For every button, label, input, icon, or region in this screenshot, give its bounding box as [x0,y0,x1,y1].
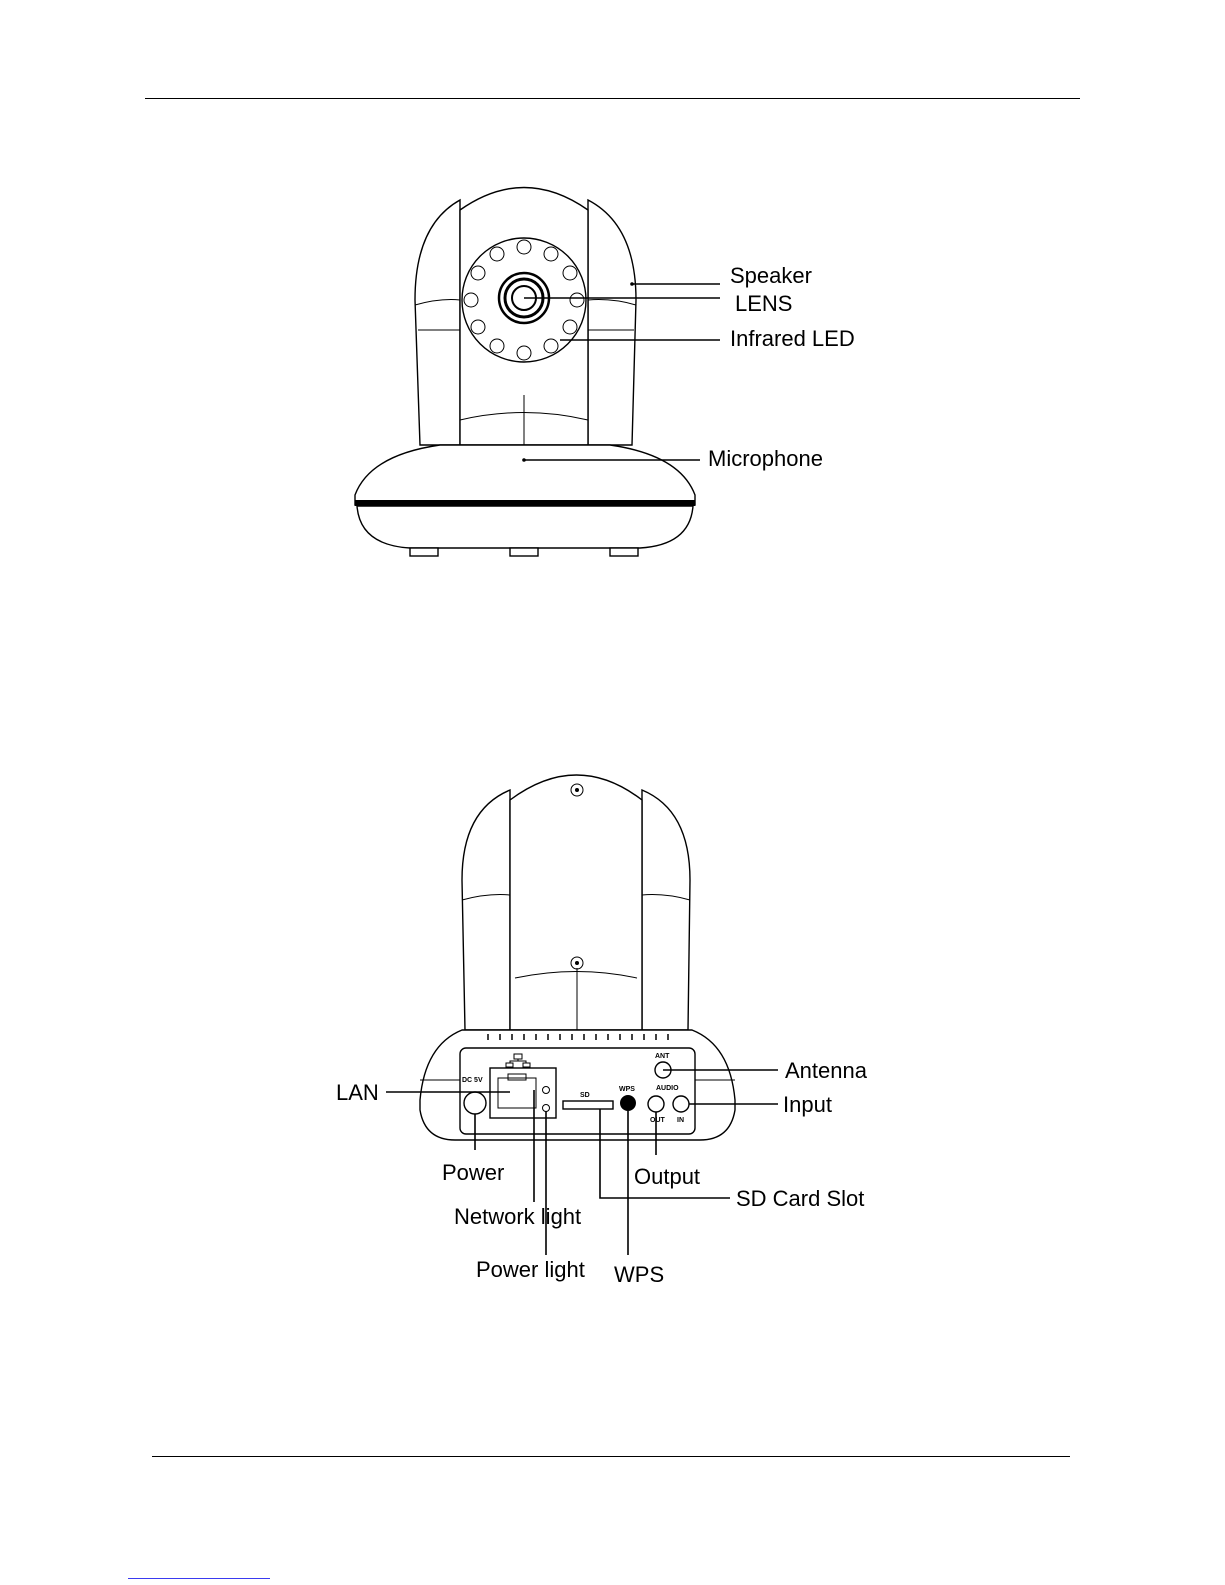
sd-card-slot [563,1101,613,1109]
audio-output-jack [648,1096,664,1112]
back-right-arm [642,790,690,1030]
dc-mark: DC 5V [462,1077,483,1084]
front-base-bottom [357,506,693,548]
input-label: Input [783,1092,832,1117]
sd-card-slot-label: SD Card Slot [736,1186,864,1211]
infrared-led-label: Infrared LED [730,326,855,351]
speaker-label: Speaker [730,263,812,288]
sd-mark: SD [580,1092,590,1099]
power-label: Power [442,1160,504,1185]
front-left-arm [415,200,460,445]
power-light-label: Power light [476,1257,585,1282]
out-mark: OUT [650,1117,666,1124]
front-right-arm [588,200,636,445]
front-base-band [355,500,695,506]
wps-button [620,1095,636,1111]
audio-input-jack [673,1096,689,1112]
back-head [510,775,642,1030]
ant-mark: ANT [655,1053,670,1060]
lan-label: LAN [336,1080,379,1105]
network-light-label: Network light [454,1204,581,1229]
wps-label: WPS [614,1262,664,1287]
front-base [355,445,695,505]
antenna-label: Antenna [785,1058,868,1083]
back-left-arm [462,790,510,1030]
back-view-camera: DC 5V SD WPS ANT AUDIO OUT IN [420,775,735,1140]
audio-mark: AUDIO [656,1085,679,1092]
power-jack [464,1092,486,1114]
front-view-camera [355,188,695,557]
output-label: Output [634,1164,700,1189]
lens-label: LENS [735,291,792,316]
wps-mark: WPS [619,1086,635,1093]
in-mark: IN [677,1117,684,1124]
microphone-label: Microphone [708,446,823,471]
